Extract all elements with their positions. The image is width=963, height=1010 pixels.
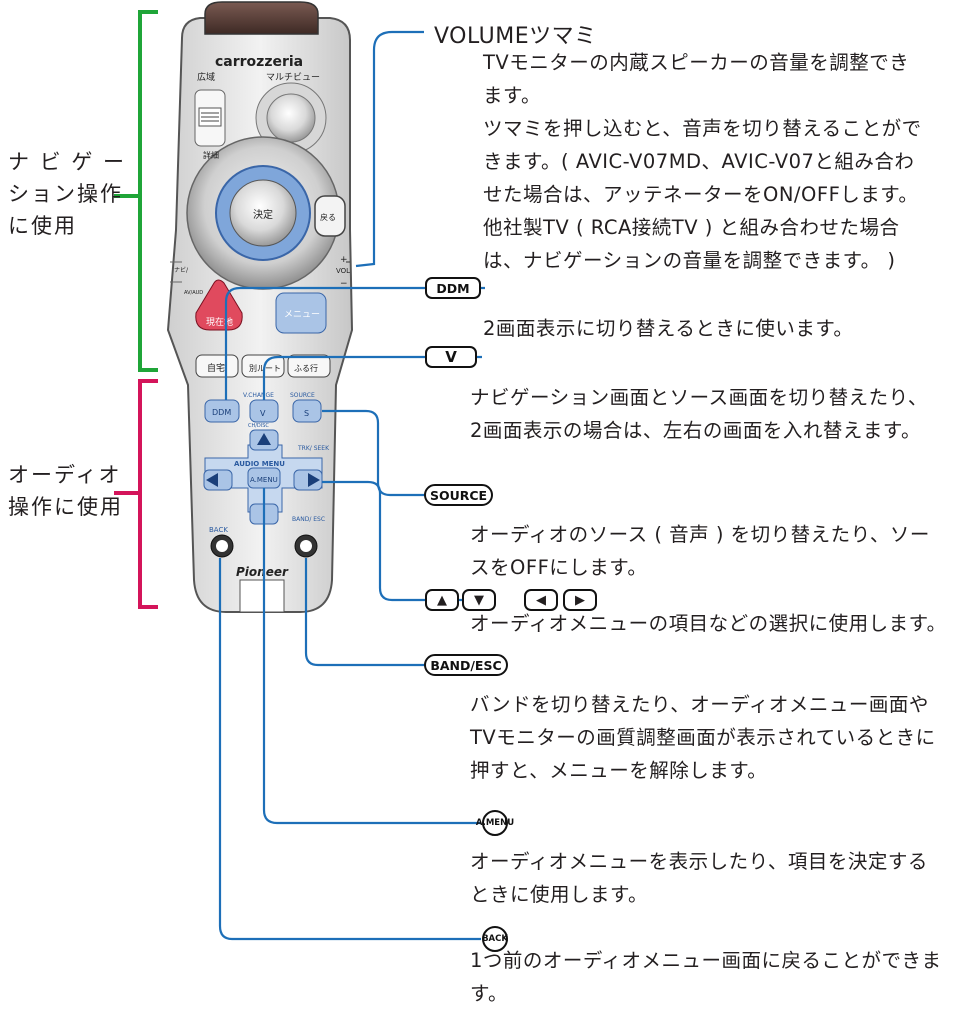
- band-esc-keycap: BAND/ESC: [424, 654, 508, 676]
- remote-plus-label: +: [340, 255, 348, 265]
- remote-ddm-label: DDM: [212, 408, 231, 417]
- v-keycap: V: [425, 346, 477, 368]
- back-navi-button: [314, 195, 346, 237]
- right-arrow-icon: ▶: [575, 592, 585, 608]
- v-line: ナビゲーション画面とソース画面を切り替えたり、: [470, 386, 928, 409]
- enter-button: [229, 179, 297, 247]
- remote-av-side-label: AV/AUD: [184, 290, 203, 296]
- remote-brand: carrozzeria: [215, 54, 303, 70]
- manual-page: carrozzeria 広域 マルチビュー 詳細 決定 戻る + VOL − ナ…: [8, 1, 947, 1005]
- navi-side-label-line2: ション操作: [8, 182, 123, 206]
- remote-detail-label: 詳細: [203, 150, 219, 160]
- ddm-keycap: DDM: [425, 277, 481, 299]
- band-line: バンドを切り替えたり、オーディオメニュー画面や: [470, 693, 929, 716]
- audio-side-label: オーディオ 操作に使用: [8, 459, 123, 523]
- volume-line: きます。( AVIC-V07MD、AVIC-V07と組み合わ: [483, 150, 915, 173]
- audio-side-label-line1: オーディオ: [8, 463, 122, 487]
- remote-up-label: CH/DISC: [248, 423, 269, 429]
- audio-side-label-line2: 操作に使用: [8, 495, 123, 519]
- remote-navi-side-label: ナビ/: [174, 266, 189, 274]
- remote-vol-label: VOL: [336, 267, 350, 275]
- ddm-button: [204, 399, 240, 423]
- source-keycap: SOURCE: [424, 484, 493, 506]
- navi-bracket: [114, 10, 158, 372]
- navi-side-label-line3: に使用: [8, 214, 77, 238]
- remote-multiview-label: マルチビュー: [266, 72, 320, 83]
- remote-amenu-label: A.MENU: [250, 476, 278, 484]
- remote-vchange-label: V.CHANGE: [243, 392, 274, 399]
- volume-line: TVモニターの内蔵スピーカーの音量を調整でき: [483, 51, 910, 74]
- band-description: バンドを切り替えたり、オーディオメニュー画面や TVモニターの画質調整画面が表示…: [470, 688, 936, 787]
- remote-body: [166, 1, 354, 613]
- volume-line: せた場合は、アッテネーターをON/OFFします。: [483, 183, 919, 206]
- a-menu-keycap: A.MENU: [476, 810, 514, 836]
- remote-enter-label: 決定: [253, 208, 273, 221]
- home-button: [195, 354, 239, 378]
- amenu-line: オーディオメニューを表示したり、項目を決定する: [470, 850, 928, 873]
- navi-side-label: ナ ビ ゲ ー ション操作 に使用: [8, 146, 126, 242]
- arrows-description: オーディオメニューの項目などの選択に使用します。: [470, 607, 947, 640]
- remote-source-label: SOURCE: [290, 392, 315, 399]
- up-arrow-keycap: ▲: [425, 589, 459, 611]
- remote-dest-label: ふる行: [294, 363, 318, 373]
- remote-minus-label: −: [340, 279, 348, 289]
- volume-knob: [204, 1, 319, 35]
- remote-home-label: 自宅: [207, 362, 225, 374]
- ddm-line: 2画面表示に切り替えるときに使います。: [483, 317, 854, 340]
- volume-line: 他社製TV ( RCA接続TV ) と組み合わせた場合: [483, 216, 900, 239]
- amenu-line: ときに使用します。: [470, 883, 649, 906]
- remote-audio-menu-label: AUDIO MENU: [234, 460, 285, 468]
- remote-v-label: V: [260, 409, 266, 418]
- volume-heading: VOLUMEツマミ: [434, 24, 597, 49]
- ddm-description: 2画面表示に切り替えるときに使います。: [483, 312, 853, 345]
- band-line: TVモニターの画質調整画面が表示されているときに: [470, 726, 936, 749]
- band-line: 押すと、メニューを解除します。: [470, 759, 768, 782]
- back-description: 1つ前のオーディオメニュー画面に戻ることができます。: [470, 944, 963, 1010]
- remote-back-navi-label: 戻る: [320, 212, 336, 222]
- volume-line: ます。: [483, 84, 542, 107]
- down-arrow-icon: ▼: [474, 592, 484, 608]
- arrows-line: オーディオメニューの項目などの選択に使用します。: [470, 612, 947, 635]
- source-line: スをOFFにします。: [470, 556, 648, 579]
- destination-button: [287, 354, 331, 378]
- source-description: オーディオのソース ( 音声 ) を切り替えたり、ソー スをOFFにします。: [470, 518, 930, 584]
- left-arrow-keycap: ◀: [524, 589, 558, 611]
- left-arrow-icon: ◀: [536, 592, 546, 608]
- remote-menu-label: メニュー: [284, 310, 320, 320]
- remote-illustration: carrozzeria 広域 マルチビュー 詳細 決定 戻る + VOL − ナ…: [114, 1, 485, 941]
- volume-line: ツマミを押し込むと、音声を切り替えることがで: [483, 117, 922, 140]
- remote-band-esc-label: BAND/ ESC: [292, 516, 325, 523]
- amenu-description: オーディオメニューを表示したり、項目を決定する ときに使用します。: [470, 845, 928, 911]
- remote-wide-label: 広域: [197, 71, 215, 83]
- back-keycap: BACK: [482, 926, 508, 952]
- remote-current-label: 現在地: [206, 316, 233, 328]
- down-arrow-keycap: ▼: [462, 589, 496, 611]
- up-arrow-icon: ▲: [437, 592, 447, 608]
- remote-pioneer-logo: Pioneer: [236, 565, 289, 579]
- remote-s-label: S: [304, 409, 309, 418]
- source-line: オーディオのソース ( 音声 ) を切り替えたり、ソー: [470, 523, 930, 546]
- right-arrow-keycap: ▶: [563, 589, 597, 611]
- volume-description: TVモニターの内蔵スピーカーの音量を調整でき ます。 ツマミを押し込むと、音声を…: [483, 46, 922, 277]
- current-position-button: [195, 279, 243, 331]
- remote-back-label: BACK: [209, 526, 228, 534]
- volume-line: は、ナビゲーションの音量を調整できます。 ): [483, 249, 896, 272]
- back-line: 1つ前のオーディオメニュー画面に戻ることができます。: [470, 949, 942, 1005]
- v-description: ナビゲーション画面とソース画面を切り替えたり、 2画面表示の場合は、左右の画面を…: [470, 381, 928, 447]
- navi-side-label-line1: ナ ビ ゲ ー: [8, 150, 127, 174]
- remote-trk-seek-label: TRK/ SEEK: [297, 445, 330, 452]
- menu-button: [275, 292, 327, 334]
- source-button: [292, 399, 322, 423]
- leader-lines: [218, 30, 485, 941]
- v-line: 2画面表示の場合は、左右の画面を入れ替えます。: [470, 419, 921, 442]
- audio-bracket: [114, 379, 158, 609]
